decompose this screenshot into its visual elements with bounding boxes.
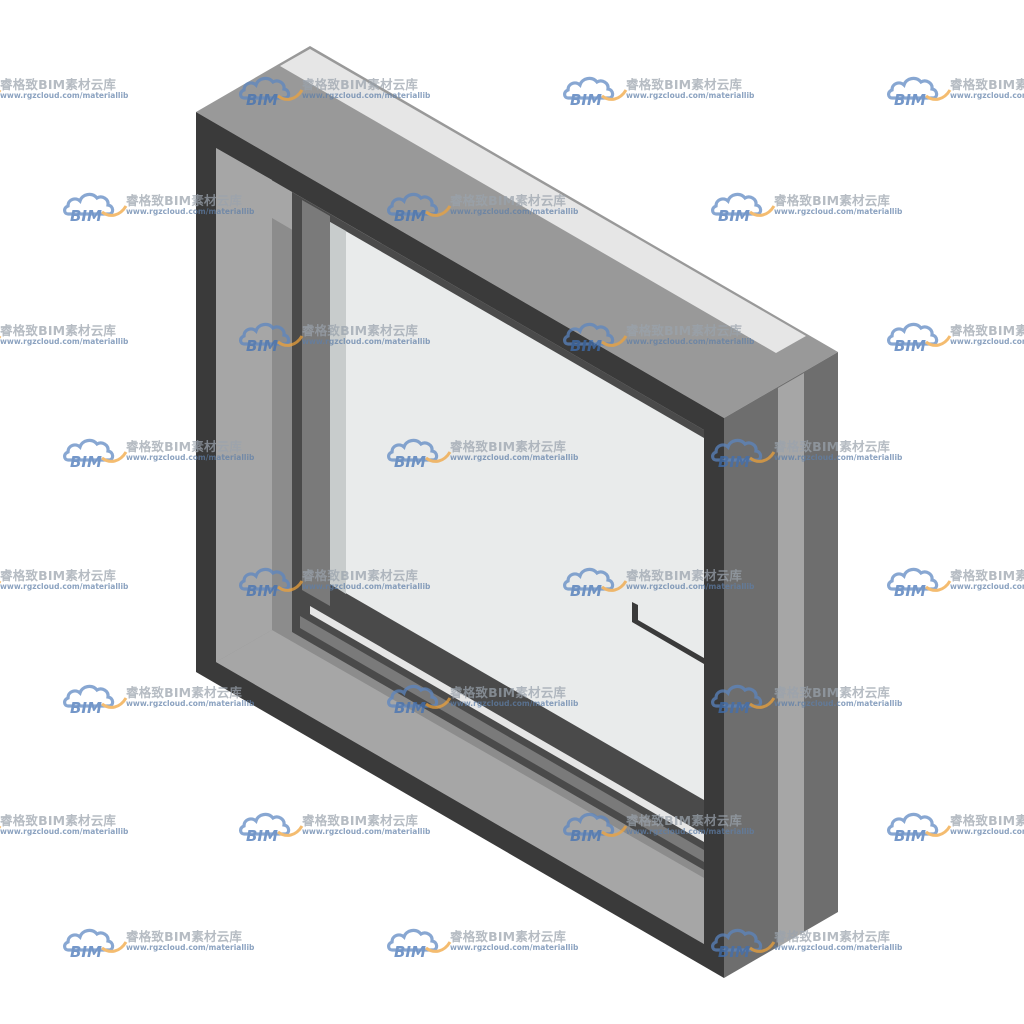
glass-edge-left [330,222,346,594]
frame-side-stripe [778,373,804,947]
sash-bottom-rail [300,616,704,862]
sash-bottom-rail-light [310,606,704,842]
frame-top-stripe [280,49,806,353]
window-handle [632,602,704,664]
frame-top-face [196,46,838,418]
frame-reveal-left [216,148,272,662]
frame-reveal-bottom [216,630,704,944]
sash-inner-strip [302,200,330,606]
glass-pane [330,222,704,800]
